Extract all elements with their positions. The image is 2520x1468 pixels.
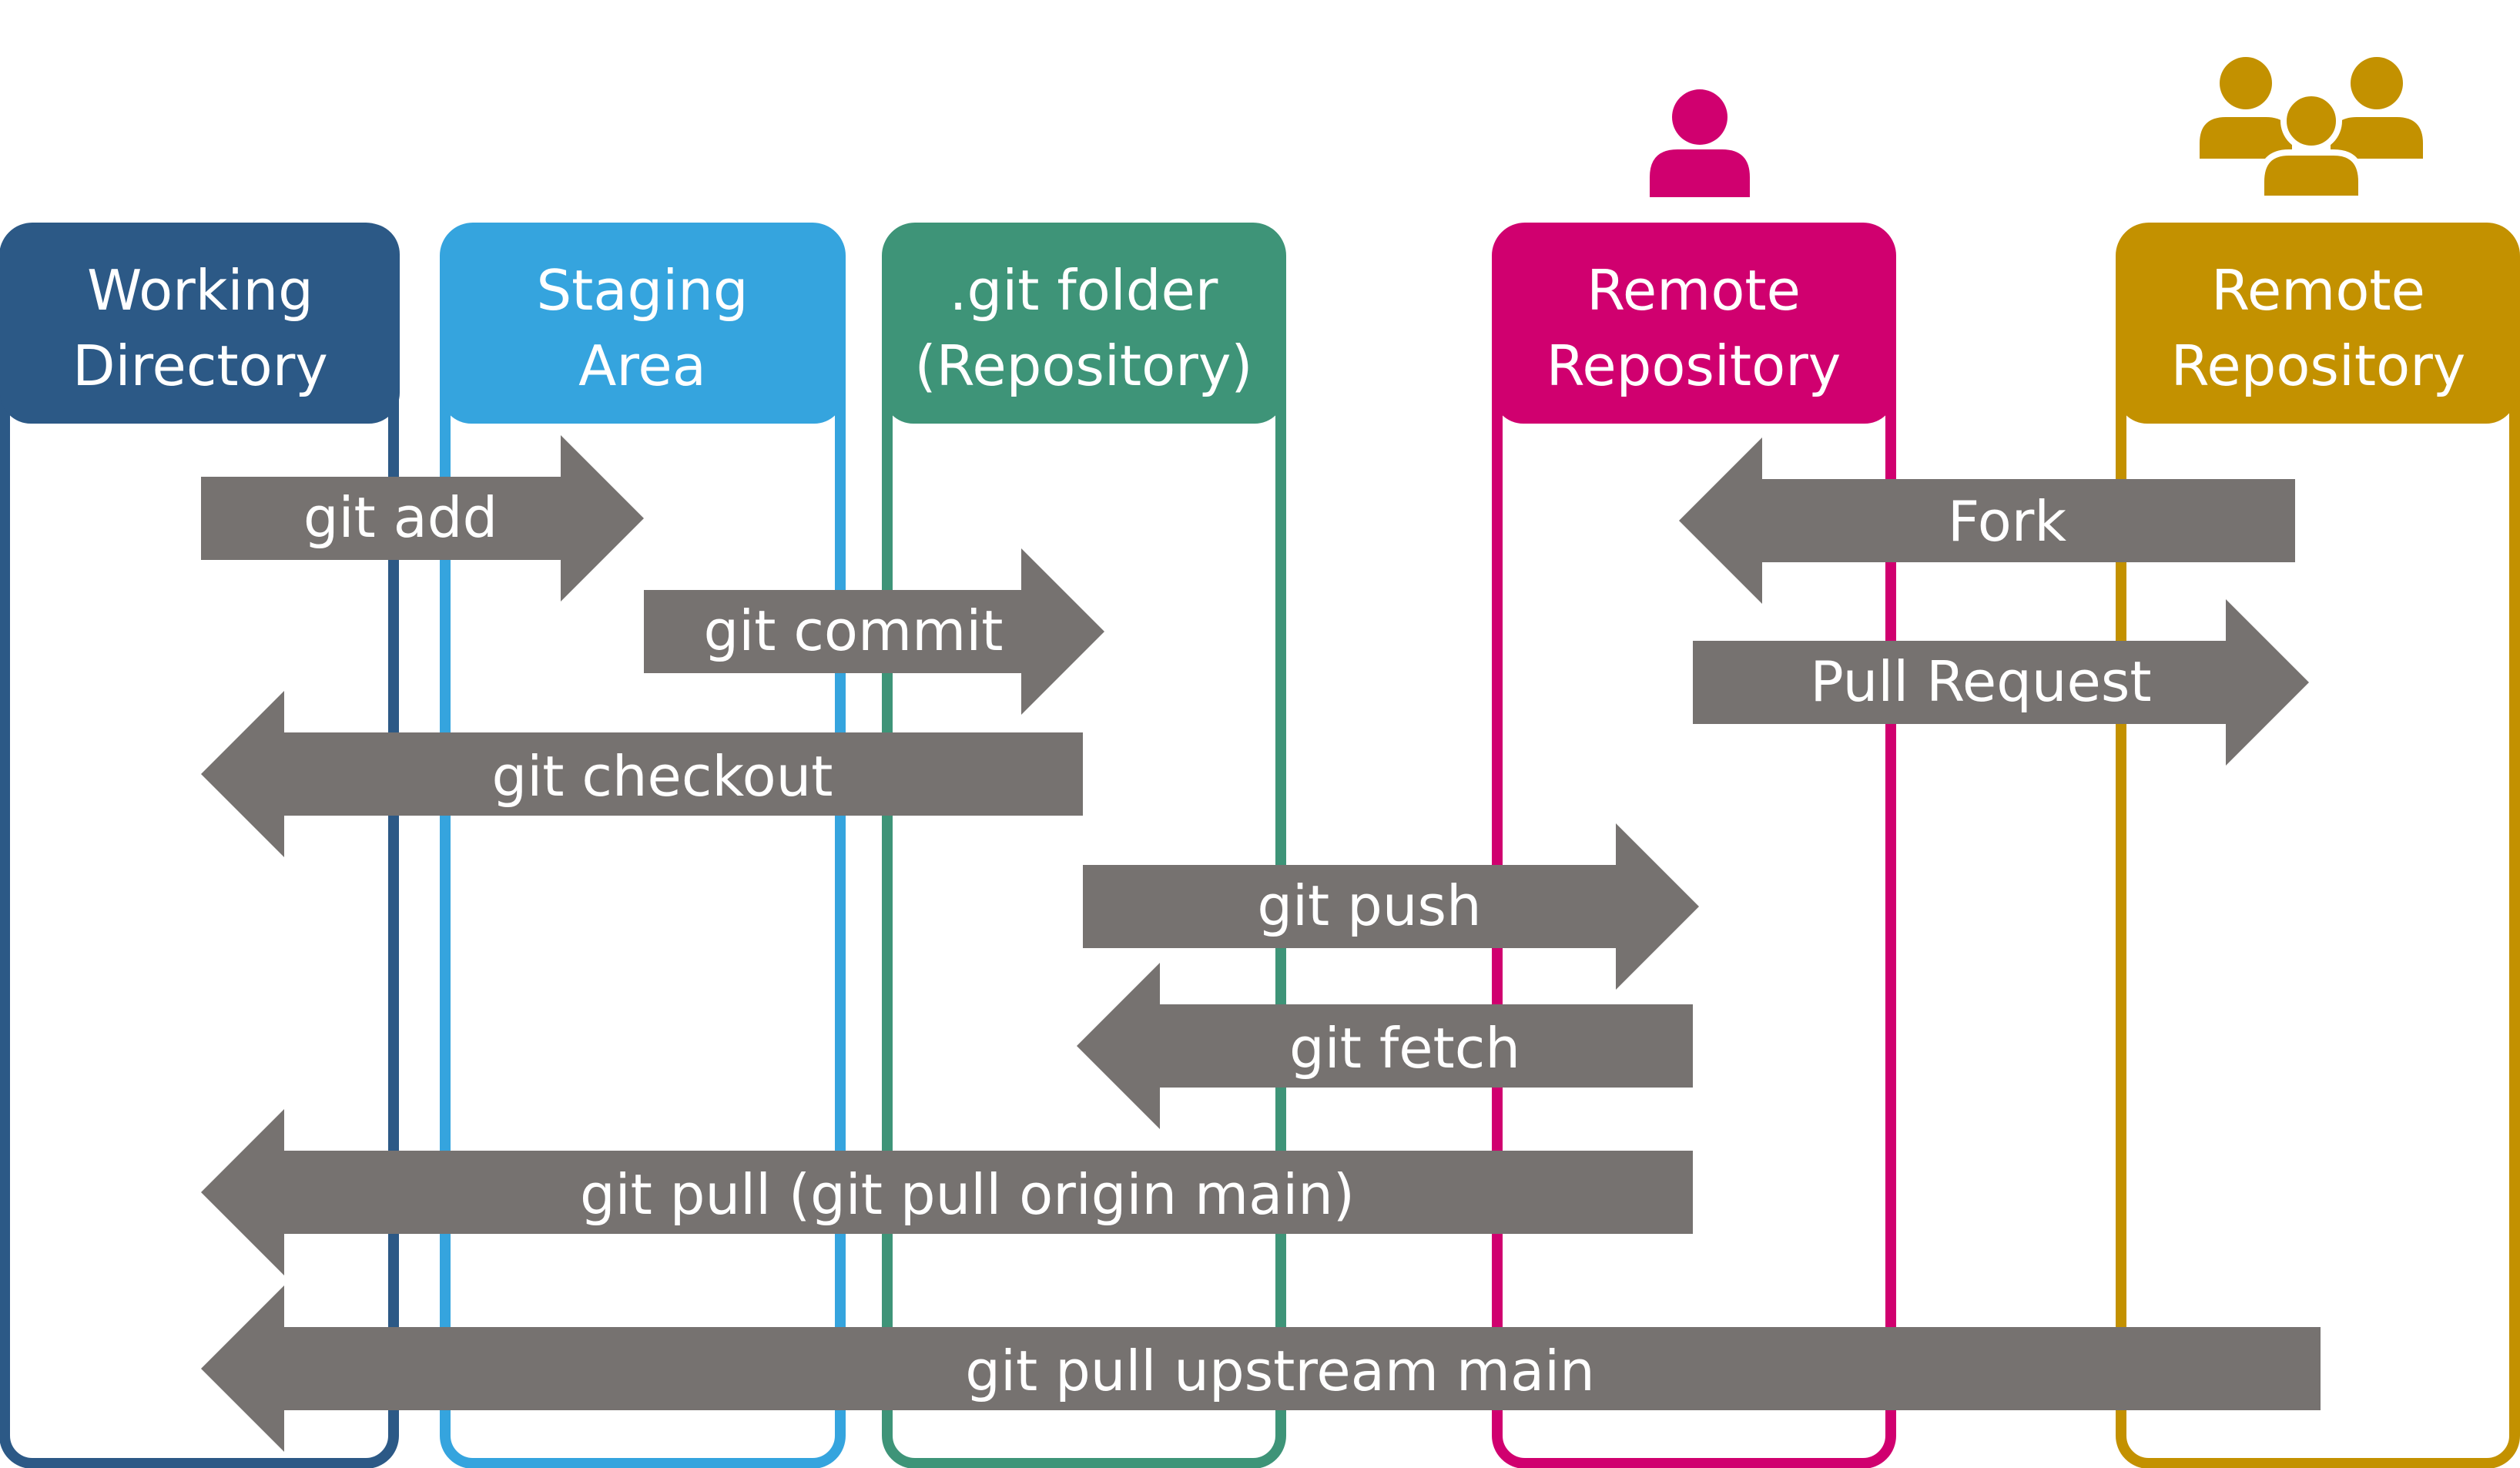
arrow-git-commit-label: git commit [704,598,1004,663]
column-upstream-repository-header [2116,223,2517,424]
column-git-folder-title-line2: (Repository) [914,333,1252,398]
column-remote-repository: Remote Repository [1492,223,1896,1468]
arrow-fork: Fork [1679,437,2295,604]
arrow-git-fetch-label: git fetch [1289,1016,1520,1081]
column-remote-repository-title-line2: Repository [1547,333,1841,398]
column-git-folder-header [883,223,1285,424]
arrow-git-add-label: git add [303,485,498,550]
arrow-git-pull-upstream-shape [201,1285,2321,1452]
arrow-git-pull-upstream-label: git pull upstream main [965,1339,1595,1403]
arrow-git-push-shape [1083,823,1699,990]
arrow-git-checkout-shape [201,691,1083,857]
column-staging-area-title-line1: Staging [536,258,748,323]
arrow-git-pull-shape [201,1109,1693,1275]
arrow-git-push-label: git push [1257,873,1481,938]
arrow-pull-request: Pull Request [1693,599,2309,766]
column-remote-repository-title-line1: Remote [1587,258,1801,323]
column-working-directory-title-line1: Working [87,258,313,323]
arrow-git-push: git push [1083,823,1699,990]
column-remote-repository-header [1493,223,1895,424]
arrow-fork-label: Fork [1948,489,2067,554]
column-git-folder-title-line1: .git folder [950,258,1218,323]
arrow-git-checkout: git checkout [201,691,1083,857]
arrow-git-add-shape [201,435,644,602]
column-staging-area: Staging Area [440,223,846,1468]
arrow-git-fetch-shape [1077,963,1693,1129]
arrow-git-add: git add [201,435,644,602]
arrow-git-checkout-label: git checkout [492,744,833,809]
column-staging-area-header [441,223,845,424]
single-user-icon [1650,89,1750,197]
column-working-directory: Working Directory [0,223,400,1468]
arrow-git-pull-upstream: git pull upstream main [201,1285,2321,1452]
arrow-git-commit-shape [644,548,1104,715]
column-upstream-repository-title-line2: Repository [2171,333,2466,398]
group-users-icon [2200,57,2423,202]
arrow-pull-request-label: Pull Request [1810,649,2151,714]
column-staging-area-title-line2: Area [578,333,706,398]
column-upstream-repository: Remote Repository [2116,223,2520,1468]
arrow-git-pull: git pull (git pull origin main) [201,1109,1693,1275]
arrow-git-fetch: git fetch [1077,963,1693,1129]
arrow-git-pull-label: git pull (git pull origin main) [580,1162,1355,1227]
arrow-pull-request-shape [1693,599,2309,766]
arrow-git-commit: git commit [644,548,1104,715]
column-upstream-repository-title-line1: Remote [2211,258,2425,323]
column-working-directory-title-line2: Directory [72,333,328,398]
arrow-fork-shape [1679,437,2295,604]
column-working-directory-header [0,223,400,424]
column-git-folder: .git folder (Repository) [882,223,1286,1468]
